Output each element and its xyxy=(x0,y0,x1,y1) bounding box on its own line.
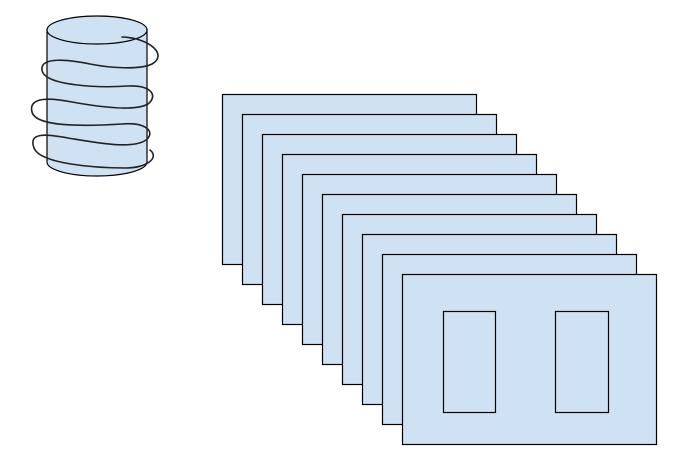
spiral-wrap-line xyxy=(30,36,159,169)
cylinder-top xyxy=(46,15,148,45)
cylinder-body xyxy=(46,29,148,177)
wrapped-cylinder-icon xyxy=(30,15,159,177)
front-frame-window-2 xyxy=(554,310,610,414)
frame-stack xyxy=(221,93,658,446)
frame-10 xyxy=(401,273,658,446)
front-frame-window-1 xyxy=(442,310,497,414)
